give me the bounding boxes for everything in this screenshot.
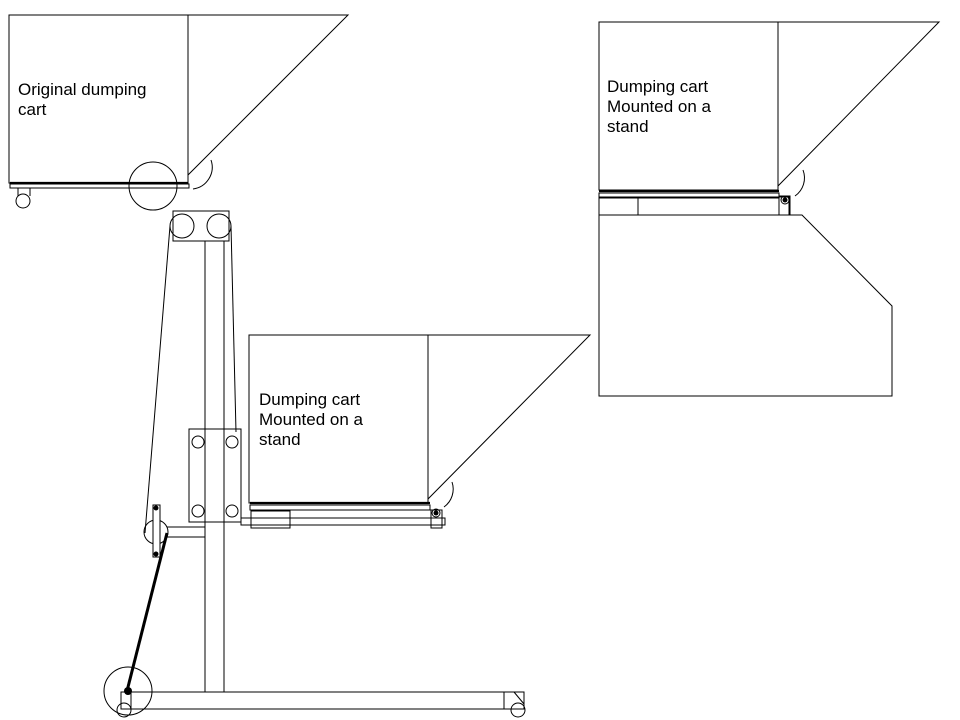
- carriage-roller: [191, 504, 205, 518]
- right-fork-block: [598, 196, 639, 216]
- stand-base: [120, 691, 525, 710]
- right-hinge-pin: [782, 197, 788, 203]
- hinge-post: [430, 509, 443, 529]
- original-cart-base: [9, 183, 190, 189]
- large-wheel-top: [128, 161, 178, 211]
- mast-head-box: [172, 210, 230, 242]
- carriage-roller: [225, 504, 239, 518]
- original-cart-hopper: [187, 14, 350, 177]
- stand-assembly: [103, 161, 526, 718]
- fork-platform: [240, 517, 446, 526]
- original-cart-pivot-arc: [192, 159, 213, 190]
- large-wheel-bottom: [103, 666, 153, 716]
- original-dumping-cart: [8, 14, 350, 209]
- original-cart-label: Original dumping cart: [18, 80, 147, 119]
- mast-column: [204, 240, 225, 693]
- right-cart-pivot-arc: [794, 169, 805, 197]
- base-caster-left: [116, 702, 132, 718]
- original-cart-caster: [15, 188, 31, 209]
- cable-left: [144, 225, 171, 534]
- head-pulley-left: [169, 213, 195, 239]
- base-caster-right: [510, 702, 526, 718]
- carriage-plate: [188, 428, 242, 523]
- mounted-cart-base: [249, 504, 431, 511]
- winch-bracket: [152, 504, 161, 558]
- stand-housing: [598, 214, 893, 397]
- mounted-cart-label-left: Dumping cart Mounted on a stand: [259, 390, 363, 449]
- hinge-pin: [433, 510, 439, 516]
- right-platform: [598, 196, 790, 216]
- base-pivot: [124, 687, 132, 695]
- carriage-roller: [225, 435, 239, 449]
- mounted-cart-right: [598, 21, 941, 397]
- cable-right: [230, 225, 237, 433]
- mounted-cart-label-right: Dumping cart Mounted on a stand: [607, 77, 711, 136]
- fork-block: [250, 510, 291, 529]
- mounted-cart-pivot-arc: [443, 481, 454, 508]
- mounted-cart-hopper: [427, 334, 592, 501]
- carriage-roller: [191, 435, 205, 449]
- mounted-cart-middle: [240, 334, 592, 529]
- head-pulley-right: [206, 213, 232, 239]
- right-cart-hopper: [777, 21, 941, 188]
- diagonal-brace: [125, 532, 169, 692]
